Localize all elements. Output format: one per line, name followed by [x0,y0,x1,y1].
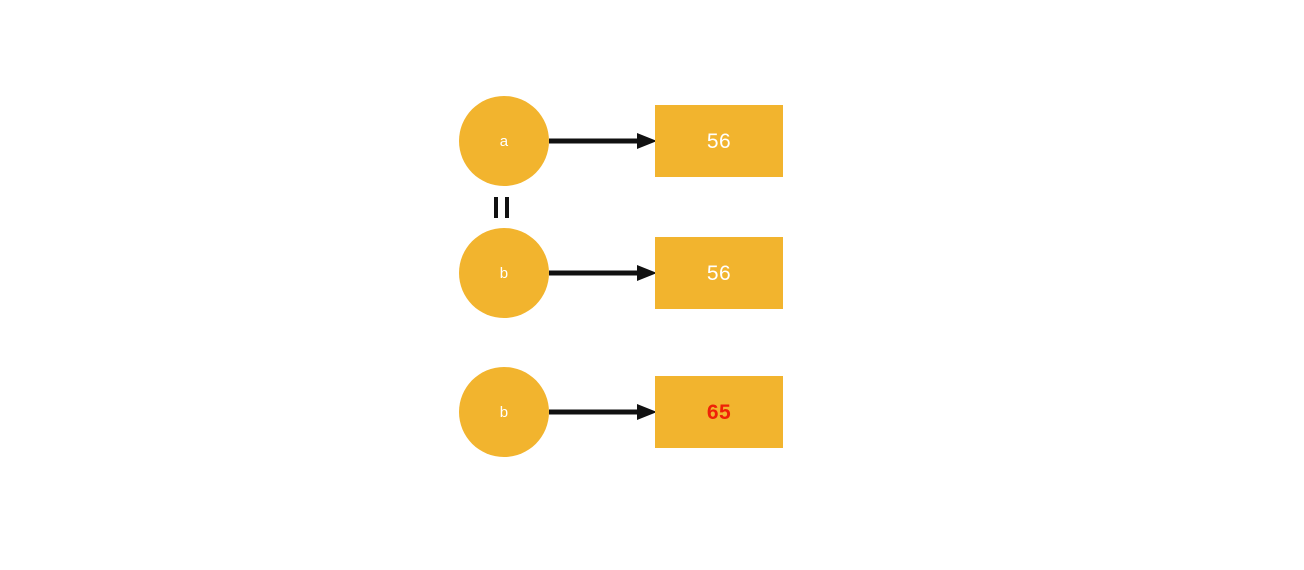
value-node[interactable]: 56 [655,105,783,177]
diagram-row: a 56 [0,96,1304,188]
arrow-icon [549,264,657,282]
variable-node-b-reassigned[interactable]: b [459,367,549,457]
diagram-row: b 56 [0,228,1304,320]
variable-node-label: a [499,132,509,150]
diagram-row: b 65 [0,367,1304,459]
value-node-text: 56 [706,129,732,153]
variable-node-b[interactable]: b [459,228,549,318]
value-node[interactable]: 56 [655,237,783,309]
value-node-highlighted[interactable]: 65 [655,376,783,448]
variable-node-label: b [499,264,509,282]
value-node-text: 56 [706,261,732,285]
connector-bar-left [494,197,498,218]
arrow-icon [549,403,657,421]
connector-bar-right [505,197,509,218]
equality-connector-icon [492,197,516,218]
value-node-text: 65 [706,400,732,424]
arrow-icon [549,132,657,150]
variable-node-a[interactable]: a [459,96,549,186]
variable-node-label: b [499,403,509,421]
